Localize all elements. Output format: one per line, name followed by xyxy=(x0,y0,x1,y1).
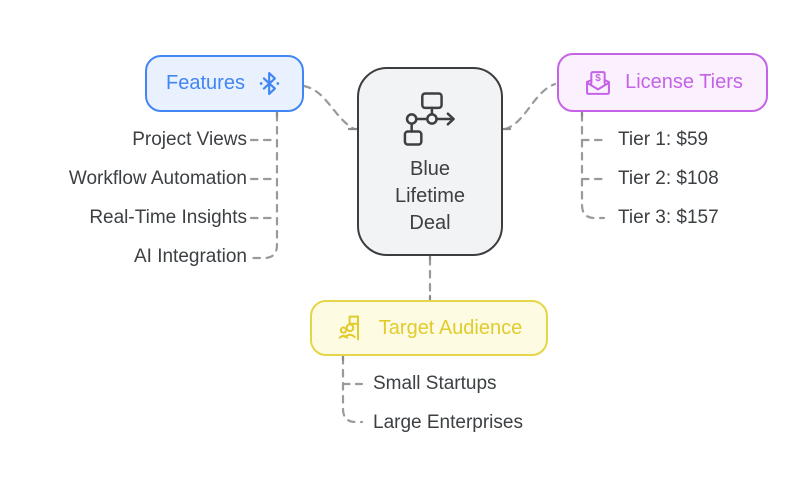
tier-leaf-2: Tier 2: $108 xyxy=(618,168,719,189)
bluetooth-icon xyxy=(256,70,283,97)
tier-leaf-1: Tier 1: $59 xyxy=(618,129,709,150)
connector-features-to-center xyxy=(302,84,356,131)
center-label-line-2: Lifetime xyxy=(394,185,466,207)
dollar-envelope-icon: $ xyxy=(582,67,614,99)
features-label: Features xyxy=(166,72,245,94)
target-audience-label: Target Audience xyxy=(378,316,523,339)
audience-flag-icon xyxy=(336,312,368,344)
license-tiers-label: License Tiers xyxy=(625,71,743,93)
tier-leaf-3: Tier 3: $157 xyxy=(618,207,719,228)
center-label-line-1: Blue xyxy=(409,158,451,180)
flowchart-icon xyxy=(403,91,457,147)
license-tiers-node: $ License Tiers xyxy=(557,53,768,112)
feature-leaf-workflow-automation: Workflow Automation xyxy=(68,168,247,189)
connector-features-spine xyxy=(249,112,279,260)
svg-text:$: $ xyxy=(595,72,601,83)
feature-leaf-ai-integration: AI Integration xyxy=(133,246,247,267)
connector-center-to-license xyxy=(503,82,557,131)
center-node-label: Blue Lifetime Deal xyxy=(395,156,465,237)
connector-target-spine xyxy=(341,355,364,424)
features-node: Features xyxy=(145,55,304,112)
connector-license-spine xyxy=(580,112,606,220)
feature-leaf-real-time-insights: Real-Time Insights xyxy=(89,207,247,228)
feature-leaf-project-views: Project Views xyxy=(132,129,247,150)
audience-leaf-small-startups: Small Startups xyxy=(373,373,497,394)
center-label-line-3: Deal xyxy=(409,212,451,234)
center-node-blue-lifetime-deal: Blue Lifetime Deal xyxy=(357,67,503,256)
target-audience-node: Target Audience xyxy=(310,300,548,356)
audience-leaf-large-enterprises: Large Enterprises xyxy=(373,412,523,433)
